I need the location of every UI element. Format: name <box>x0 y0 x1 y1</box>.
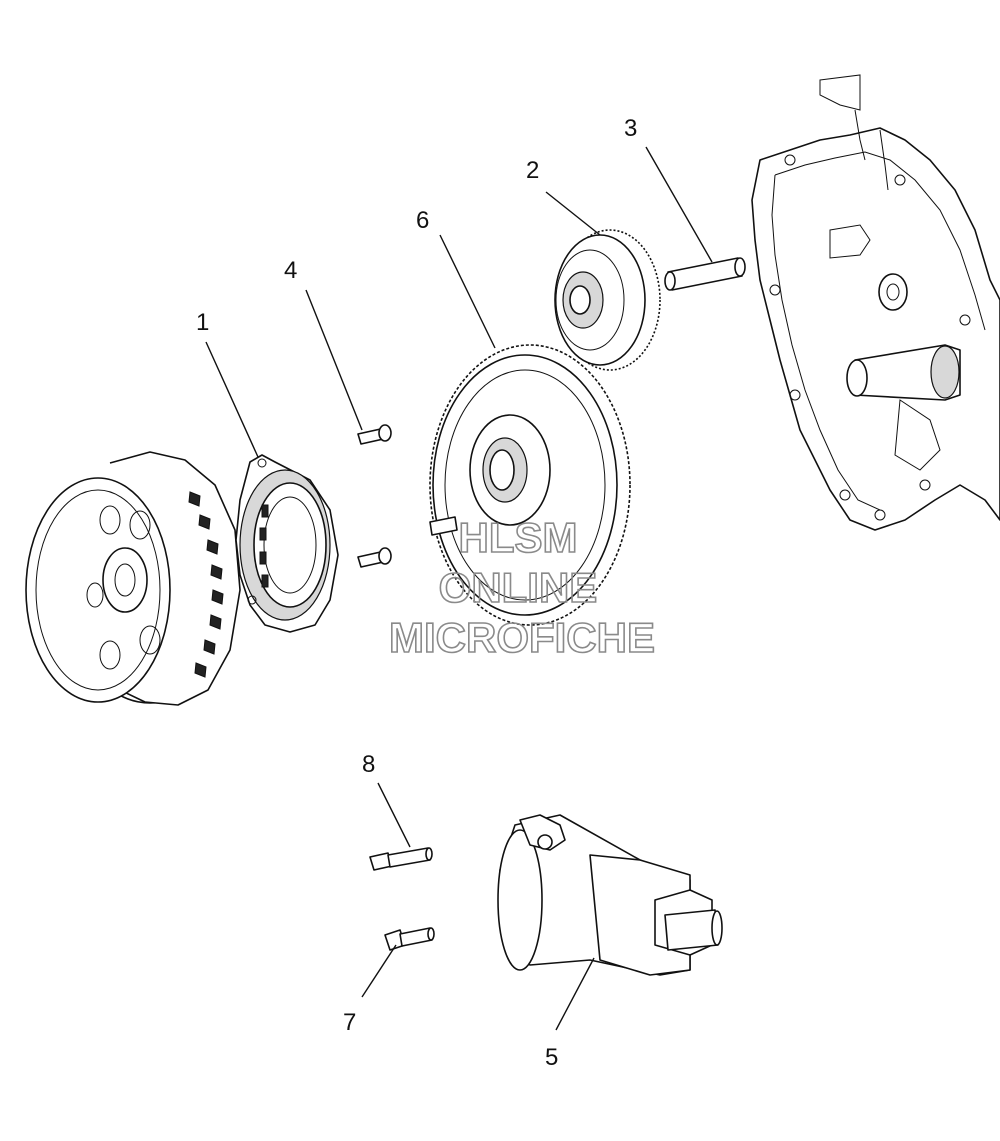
leader-3 <box>645 146 713 263</box>
callouts: 1 2 3 4 5 6 7 8 <box>196 115 637 1071</box>
leader-8 <box>377 782 411 848</box>
callout-3[interactable]: 3 <box>624 115 637 142</box>
callout-5[interactable]: 5 <box>545 1044 558 1071</box>
idler-gear <box>554 229 661 371</box>
leader-6 <box>439 234 496 349</box>
leader-7 <box>361 944 397 998</box>
watermark: HLSM ONLINE MICROFICHE <box>388 513 656 662</box>
leader-lines <box>205 146 713 1031</box>
watermark-line-2: ONLINE <box>439 564 598 611</box>
callout-1[interactable]: 1 <box>196 309 209 336</box>
callout-4[interactable]: 4 <box>284 257 297 284</box>
flywheel-rotor <box>25 451 241 706</box>
callout-7[interactable]: 7 <box>343 1009 356 1036</box>
callout-2[interactable]: 2 <box>526 157 539 184</box>
watermark-line-3: MICROFICHE <box>389 614 655 661</box>
bolt-7 <box>384 927 435 951</box>
starter-clutch <box>235 454 339 633</box>
callout-8[interactable]: 8 <box>362 751 375 778</box>
starter-motor <box>497 814 723 976</box>
starter-driven-gear <box>429 344 631 626</box>
watermark-line-1: HLSM <box>459 514 578 561</box>
idler-shaft <box>664 257 746 291</box>
bolt-lower <box>357 547 392 568</box>
bolt-8 <box>369 847 433 871</box>
leader-1 <box>205 341 259 458</box>
bolt-upper <box>357 424 392 445</box>
engine-case <box>751 74 1000 531</box>
callout-6[interactable]: 6 <box>416 207 429 234</box>
leader-5 <box>555 957 595 1031</box>
leader-2 <box>545 191 601 236</box>
leader-4 <box>305 289 363 431</box>
